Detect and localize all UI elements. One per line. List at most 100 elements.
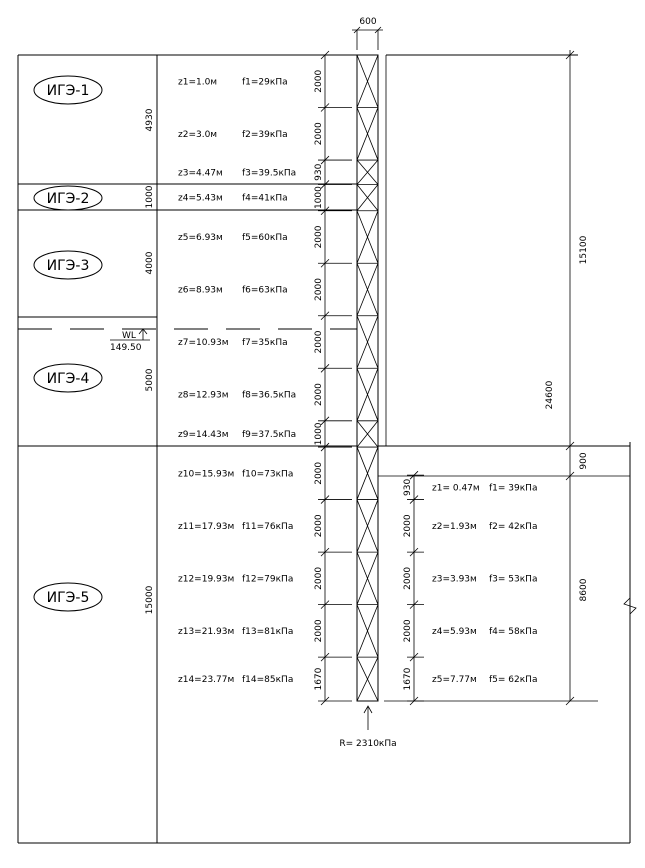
- left-dim-tick: [320, 652, 330, 662]
- pile-width-label: 600: [359, 17, 376, 27]
- left-point-f: f12=79кПа: [242, 574, 293, 584]
- layer-3-thickness: 4000: [145, 251, 155, 274]
- layer-thickness-dims: 4930 1000 4000 5000 15000: [145, 108, 155, 614]
- left-pile-brace: [356, 604, 379, 658]
- break-mark: [623, 590, 637, 620]
- left-pile-bracing: [356, 54, 379, 702]
- left-dim-tick: [320, 103, 330, 112]
- right-segment-label: 2000: [403, 514, 413, 537]
- left-point-f: f13=81кПа: [242, 627, 293, 637]
- right-point-z: z2=1.93м: [432, 522, 477, 532]
- left-dim-tick: [320, 364, 330, 373]
- left-point-z: z7=10.93м: [178, 338, 229, 348]
- water-level: WL 149.50: [18, 328, 357, 353]
- right-segment-label: 2000: [403, 567, 413, 590]
- left-segment-label: 2000: [314, 567, 324, 590]
- layer-label-2: ИГЭ-2: [33, 185, 103, 211]
- left-point-z: z3=4.47м: [178, 168, 223, 178]
- dim-upper: 15100: [579, 235, 589, 264]
- left-segment-label: 1000: [314, 422, 324, 445]
- right-point-f: f1= 39кПа: [489, 483, 537, 493]
- left-point-z: z8=12.93м: [178, 391, 229, 401]
- layer-4-thickness: 5000: [145, 368, 155, 391]
- right-dim-tick: [409, 470, 419, 480]
- left-point-z: z2=3.0м: [178, 130, 217, 140]
- right-dim-tick: [409, 600, 419, 609]
- svg-text:ИГЭ-5: ИГЭ-5: [47, 590, 90, 606]
- left-point: z8=12.93м f8=36.5кПа: [178, 391, 296, 401]
- left-dim-tick: [320, 206, 330, 216]
- right-point: z2=1.93м f2= 42кПа: [432, 522, 537, 532]
- right-point-z: z4=5.93м: [432, 627, 477, 637]
- soil-frame: [17, 54, 631, 844]
- left-pile-brace: [356, 446, 379, 500]
- tip-resistance-label: R= 2310кПа: [339, 739, 396, 749]
- layer-label-4: ИГЭ-4: [33, 363, 103, 393]
- left-segment-label: 2000: [314, 514, 324, 537]
- left-dim-tick: [320, 258, 330, 268]
- left-pile-brace: [356, 315, 379, 369]
- left-pile-brace: [356, 107, 379, 161]
- left-dim-tick: [320, 416, 330, 426]
- water-level-elevation: 149.50: [110, 343, 142, 353]
- tip-resistance: R= 2310кПа: [339, 705, 397, 749]
- layer-5-thickness: 15000: [145, 585, 155, 614]
- right-point: z1= 0.47м f1= 39кПа: [432, 483, 537, 493]
- left-point-z: z5=6.93м: [178, 233, 223, 243]
- left-dim-tick: [320, 180, 330, 189]
- left-point-z: z13=21.93м: [178, 627, 234, 637]
- left-point-f: f8=36.5кПа: [242, 391, 296, 401]
- right-dim-tick: [409, 652, 419, 662]
- left-point-f: f7=35кПа: [242, 338, 288, 348]
- svg-text:ИГЭ-2: ИГЭ-2: [47, 191, 90, 207]
- left-point-z: z9=14.43м: [178, 430, 229, 440]
- left-point-z: z12=19.93м: [178, 574, 234, 584]
- left-pile: [356, 54, 379, 702]
- left-dim-tick: [320, 600, 330, 609]
- left-pile-brace: [356, 368, 379, 421]
- left-segment-label: 2000: [314, 122, 324, 145]
- left-point-f: f2=39кПа: [242, 130, 288, 140]
- right-point-f: f4= 58кПа: [489, 627, 537, 637]
- left-point-z: z14=23.77м: [178, 675, 234, 685]
- left-point-f: f10=73кПа: [242, 469, 293, 479]
- layer-label-3: ИГЭ-3: [33, 250, 103, 280]
- water-level-label: WL: [122, 331, 136, 341]
- left-point-f: f4=41кПа: [242, 194, 288, 204]
- left-point: z2=3.0м f2=39кПа: [178, 130, 288, 140]
- left-point-z: z4=5.43м: [178, 194, 223, 204]
- pile-width-dim: 600: [352, 17, 383, 50]
- layer-label-1: ИГЭ-1: [33, 75, 103, 105]
- right-point-z: z3=3.93м: [432, 574, 477, 584]
- left-dim-tick: [320, 442, 330, 452]
- layer-1-thickness: 4930: [145, 108, 155, 131]
- left-point: z12=19.93м f12=79кПа: [178, 574, 293, 584]
- right-segment-label: 930: [403, 479, 413, 496]
- left-segment-label: 1000: [314, 186, 324, 209]
- left-point: z13=21.93м f13=81кПа: [178, 627, 293, 637]
- left-point-f: f9=37.5кПа: [242, 430, 296, 440]
- dim-gap: 900: [579, 452, 589, 469]
- right-point-f: f2= 42кПа: [489, 522, 537, 532]
- layer-boundaries: [18, 183, 630, 447]
- overall-dims: 15100 24600 900 8600: [378, 50, 630, 706]
- left-segment-label: 2000: [314, 278, 324, 301]
- right-segment-label: 1670: [403, 667, 413, 690]
- left-segment-label: 930: [314, 163, 324, 180]
- left-pile-brace: [356, 159, 379, 185]
- right-point-z: z1= 0.47м: [432, 483, 480, 493]
- right-point-z: z5=7.77м: [432, 675, 477, 685]
- svg-text:ИГЭ-4: ИГЭ-4: [47, 371, 90, 387]
- left-point-f: f14=85кПа: [242, 675, 293, 685]
- left-point-f: f1=29кПа: [242, 77, 288, 87]
- left-segment-label: 2000: [314, 619, 324, 642]
